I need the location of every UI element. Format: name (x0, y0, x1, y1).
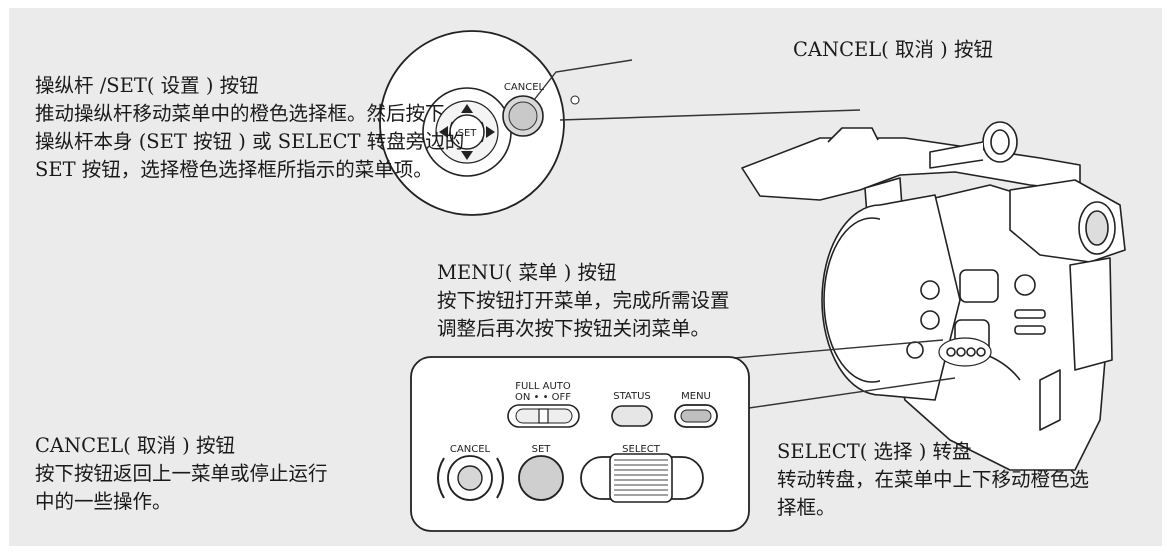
joystick-callout (379, 30, 861, 216)
set-label: SET (532, 444, 552, 455)
camcorder-drawing (741, 121, 1126, 471)
cancel-bottom-annotation: CANCEL( 取消 ) 按钮 按下按钮返回上一菜单或停止运行 中的一些操作。 (35, 432, 328, 516)
joystick-annotation: 操纵杆 /SET( 设置 ) 按钮 推动操纵杆移动菜单中的橙色选择框。然后按下 … (35, 72, 464, 184)
joystick-desc-2: 操纵杆本身 (SET 按钮 ) 或 SELECT 转盘旁边的 (35, 130, 465, 153)
cancel-top-annotation: CANCEL( 取消 ) 按钮 (793, 36, 993, 64)
joystick-desc-3: SET 按钮，选择橙色选择框所指示的菜单项。 (35, 158, 433, 181)
cancel-bottom-desc-2: 中的一些操作。 (35, 490, 172, 513)
full-auto-label: FULL AUTO (515, 381, 571, 392)
cancel-button-small-label: CANCEL (504, 82, 545, 93)
joystick-title: 操纵杆 /SET( 设置 ) 按钮 (35, 74, 259, 97)
on-off-label: ON • • OFF (515, 392, 571, 403)
select-title: SELECT( 选择 ) 转盘 (777, 440, 972, 463)
cancel-label: CANCEL (450, 444, 491, 455)
cancel-top-title: CANCEL( 取消 ) 按钮 (793, 38, 993, 61)
menu-annotation: MENU( 菜单 ) 按钮 按下按钮打开菜单，完成所需设置 调整后再次按下按钮关… (437, 259, 730, 343)
select-desc-2: 择框。 (777, 496, 836, 519)
joystick-set-label: SET (458, 128, 478, 139)
select-label: SELECT (622, 444, 661, 455)
cancel-bottom-title: CANCEL( 取消 ) 按钮 (35, 434, 235, 457)
menu-desc-1: 按下按钮打开菜单，完成所需设置 (437, 289, 730, 312)
select-desc-1: 转动转盘，在菜单中上下移动橙色选 (777, 468, 1090, 491)
cancel-bottom-desc-1: 按下按钮返回上一菜单或停止运行 (35, 462, 328, 485)
menu-title: MENU( 菜单 ) 按钮 (437, 261, 617, 284)
button-panel-callout (410, 339, 956, 532)
joystick-desc-1: 推动操纵杆移动菜单中的橙色选择框。然后按下 (35, 102, 445, 125)
menu-desc-2: 调整后再次按下按钮关闭菜单。 (437, 317, 711, 340)
menu-label: MENU (681, 391, 711, 402)
status-label: STATUS (613, 391, 651, 402)
select-annotation: SELECT( 选择 ) 转盘 转动转盘，在菜单中上下移动橙色选 择框。 (777, 438, 1089, 522)
